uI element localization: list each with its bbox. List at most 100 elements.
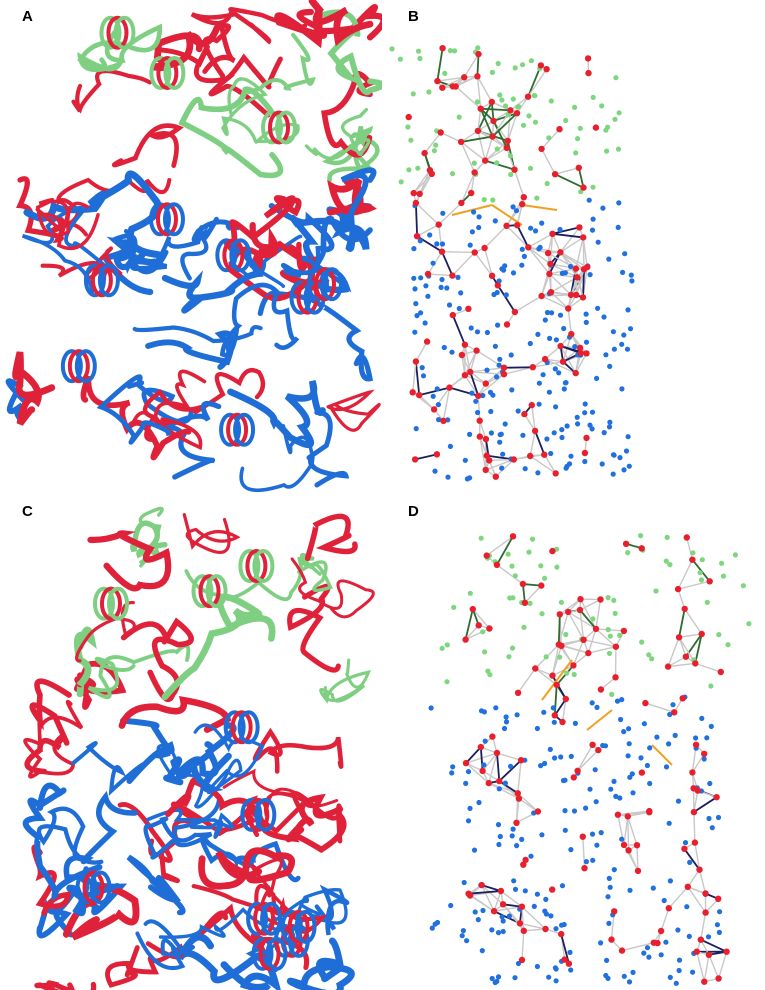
network-edge <box>529 430 536 457</box>
helix-coil <box>60 349 83 384</box>
network-node-red <box>697 936 704 943</box>
network-edge <box>551 233 562 253</box>
network-node-red <box>458 351 466 359</box>
network-node <box>411 275 417 281</box>
network-node-red <box>541 355 549 363</box>
network-node-red <box>538 292 545 300</box>
network-node-red <box>572 265 580 272</box>
network-node-red <box>634 867 642 875</box>
ribbon-strand <box>131 369 207 451</box>
network-node-red <box>565 305 572 312</box>
helix-coil <box>313 267 336 302</box>
network-edge <box>552 232 584 239</box>
network-node <box>531 92 537 99</box>
network-node <box>611 597 617 603</box>
network-node-red <box>549 230 556 237</box>
ribbon-strand <box>246 32 316 95</box>
network-edge <box>534 667 558 686</box>
network-node <box>496 841 502 848</box>
helix-coil <box>215 238 238 273</box>
network-node-red <box>494 282 501 289</box>
network-edge <box>416 224 440 237</box>
ribbon-strand <box>87 643 191 700</box>
network-node <box>639 639 645 645</box>
network-node-red <box>534 808 542 815</box>
network-node-red <box>446 384 453 391</box>
network-node <box>543 654 549 660</box>
network-edge <box>527 68 548 98</box>
network-node <box>647 780 653 787</box>
network-node-red <box>565 608 572 616</box>
network-node <box>593 799 599 805</box>
ribbon-strand <box>143 797 222 860</box>
network-node-red <box>715 895 722 902</box>
ribbon-strand <box>304 513 358 562</box>
network-edge <box>636 845 639 871</box>
network-node-red <box>556 611 563 618</box>
network-edge <box>529 455 557 474</box>
network-node <box>449 171 456 177</box>
network-edge <box>559 251 585 270</box>
network-node <box>490 392 496 398</box>
network-node <box>621 973 627 979</box>
network-node <box>607 419 613 425</box>
network-node-red <box>620 841 628 849</box>
network-node-red <box>638 769 646 776</box>
network-node-red <box>691 839 699 846</box>
network-node <box>502 263 508 269</box>
network-node <box>619 341 625 347</box>
network-node <box>601 430 607 436</box>
network-node-red <box>584 55 592 62</box>
network-edge <box>503 366 533 369</box>
network-edge <box>412 361 417 393</box>
network-node <box>543 896 549 902</box>
network-node <box>499 97 505 103</box>
network-node <box>561 386 567 392</box>
network-node <box>495 60 501 67</box>
network-node <box>474 329 481 335</box>
network-node <box>644 762 650 769</box>
network-node <box>444 285 450 291</box>
network-node <box>553 966 559 972</box>
network-node <box>436 417 442 423</box>
network-node <box>542 575 548 581</box>
network-node <box>450 764 456 770</box>
network-node <box>479 948 485 954</box>
network-edge <box>551 675 567 700</box>
helix-coil <box>205 574 228 609</box>
network-node <box>495 822 502 828</box>
network-node-red <box>529 364 536 371</box>
network-edge <box>559 226 580 253</box>
network-node-red <box>556 126 563 133</box>
helix-coil <box>226 412 249 447</box>
network-node <box>509 563 515 569</box>
network-edge <box>451 251 476 277</box>
network-edge <box>492 112 518 138</box>
network-edge <box>483 247 493 276</box>
network-node-red <box>520 927 527 934</box>
network-node <box>528 225 534 231</box>
network-node <box>512 886 519 892</box>
network-node <box>422 320 428 326</box>
network-edge <box>693 790 699 813</box>
network-node-red <box>694 787 701 794</box>
network-node <box>562 827 568 833</box>
network-node-red <box>611 908 618 915</box>
network-node <box>538 763 544 769</box>
network-node-red <box>482 466 489 474</box>
network-edge <box>438 224 443 252</box>
network-node <box>482 649 488 655</box>
network-node-red <box>457 138 465 146</box>
network-node-red <box>478 881 485 889</box>
panel-label-c: C <box>22 503 33 520</box>
network-node <box>492 343 498 349</box>
network-node <box>448 902 454 909</box>
network-node-red <box>664 663 672 670</box>
network-node <box>638 755 644 761</box>
network-node <box>551 719 557 725</box>
network-node <box>559 427 565 433</box>
network-node-red <box>499 901 507 908</box>
network-node <box>562 777 568 783</box>
network-node-red <box>514 222 521 229</box>
helix-coil <box>240 797 263 832</box>
